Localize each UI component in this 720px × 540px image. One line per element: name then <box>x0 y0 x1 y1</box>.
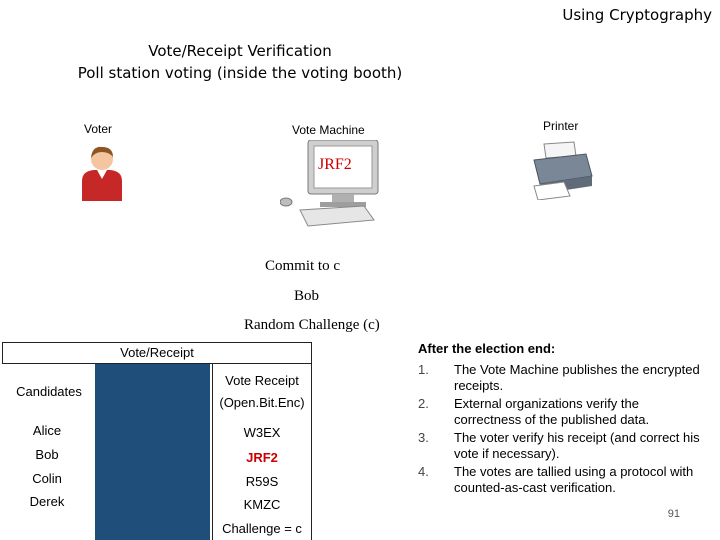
slide-title-line2: Poll station voting (inside the voting b… <box>77 64 403 82</box>
receipt-column-label-2: (Open.Bit.Enc) <box>219 395 305 410</box>
candidate-name: Bob <box>35 447 59 462</box>
candidate-name: Alice <box>32 423 62 438</box>
receipt-column-border <box>212 364 312 540</box>
step-number: 1. <box>418 362 429 377</box>
list-item: 2. External organizations verify the cor… <box>418 396 708 428</box>
receipt-code-highlight: JRF2 <box>246 450 278 465</box>
voter-icon <box>78 143 126 201</box>
list-item: 4. The votes are tallied using a protoco… <box>418 464 708 496</box>
candidate-name: Colin <box>32 471 62 486</box>
bob-text: Bob <box>294 288 320 304</box>
printer-label: Printer <box>543 119 579 133</box>
list-item: 1. The Vote Machine publishes the encryp… <box>418 362 708 394</box>
after-election-title: After the election end: <box>418 341 556 356</box>
receipt-code: R59S <box>245 474 279 489</box>
computer-icon <box>279 139 392 230</box>
step-number: 2. <box>418 396 429 411</box>
challenge-footer: Challenge = c <box>222 521 302 536</box>
challenge-text: Random Challenge (c) <box>244 317 380 333</box>
printer-icon <box>530 140 596 201</box>
receipt-code: KMZC <box>243 497 281 512</box>
candidate-name: Derek <box>29 494 65 509</box>
step-text: The voter verify his receipt (and correc… <box>454 430 700 461</box>
header-title: Using Cryptography <box>562 6 712 24</box>
page-number: 91 <box>667 508 680 520</box>
step-text: External organizations verify the correc… <box>454 396 650 427</box>
step-text: The Vote Machine publishes the encrypted… <box>454 362 700 393</box>
blue-column <box>95 364 210 540</box>
list-item: 3. The voter verify his receipt (and cor… <box>418 430 708 462</box>
receipt-table-header: Vote/Receipt <box>2 342 312 364</box>
step-number: 3. <box>418 430 429 445</box>
candidates-label: Candidates <box>16 384 82 399</box>
commit-text: Commit to c <box>265 258 340 274</box>
screen-text: JRF2 <box>318 156 352 173</box>
steps-list: 1. The Vote Machine publishes the encryp… <box>418 362 708 498</box>
step-number: 4. <box>418 464 429 479</box>
step-text: The votes are tallied using a protocol w… <box>454 464 694 495</box>
slide-title-line1: Vote/Receipt Verification <box>148 42 332 60</box>
receipt-code: W3EX <box>243 425 281 440</box>
receipt-column-label-1: Vote Receipt <box>225 373 299 388</box>
vote-machine-label: Vote Machine <box>292 123 365 137</box>
voter-label: Voter <box>84 122 113 136</box>
